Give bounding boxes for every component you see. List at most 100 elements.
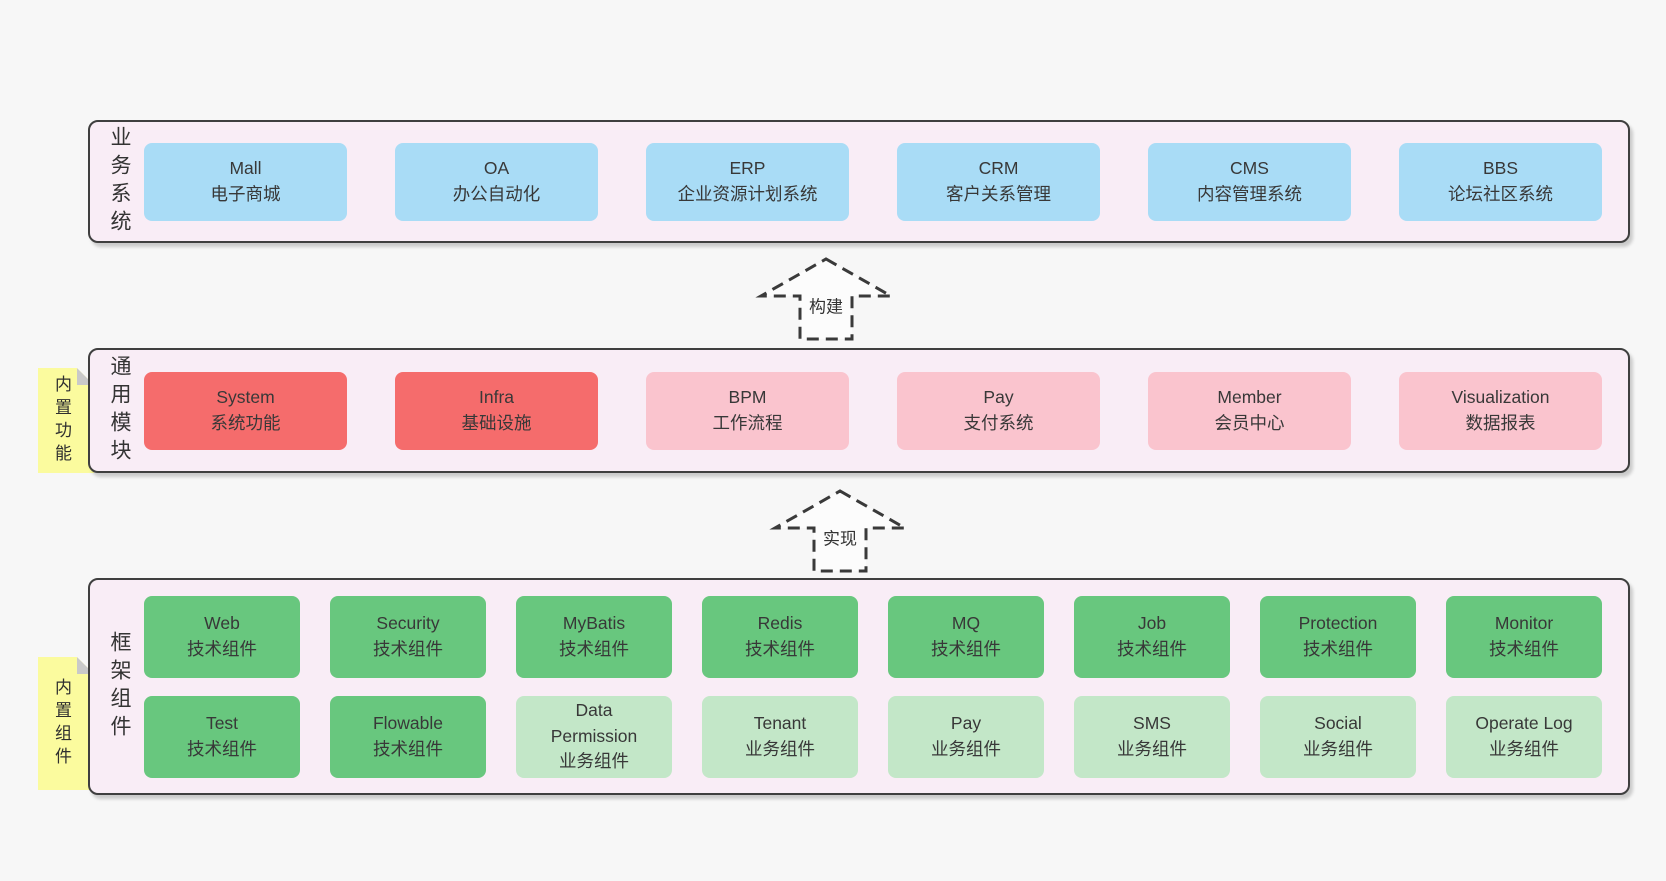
- box-name-en: SMS: [1133, 713, 1171, 734]
- box-name-zh: 支付系统: [963, 412, 1034, 433]
- sticky-note-builtin-features: 内置功能: [38, 368, 94, 473]
- box-name-en: Data Permission: [550, 700, 638, 746]
- box-name-zh: 技术组件: [559, 638, 629, 659]
- box-mall: Mall 电子商城: [144, 142, 347, 221]
- section-label-framework-components: 框架组件: [108, 630, 131, 743]
- box-data-permission: Data Permission 业务组件: [516, 695, 672, 778]
- box-name-en: Visualization: [1451, 387, 1550, 408]
- box-bpm: BPM 工作流程: [646, 371, 849, 450]
- build-arrow: 构建: [755, 256, 897, 342]
- box-name-en: Flowable: [372, 713, 444, 734]
- box-monitor: Monitor 技术组件: [1446, 595, 1602, 678]
- box-name-en: System: [216, 387, 275, 408]
- box-name-zh: 业务组件: [559, 751, 629, 772]
- business-systems-panel: 业务系统 Mall 电子商城 OA 办公自动化 ERP 企业资源计划系统 CRM 客户关系管理…: [88, 120, 1630, 243]
- box-name-zh: 业务组件: [745, 738, 815, 759]
- sticky-note-label: 内置功能: [52, 374, 72, 467]
- box-name-zh: 技术组件: [1303, 638, 1373, 659]
- box-name-en: Pay: [950, 713, 982, 734]
- box-name-en: Test: [205, 713, 239, 734]
- box-name-zh: 技术组件: [187, 738, 257, 759]
- box-name-zh: 业务组件: [1489, 738, 1559, 759]
- box-name-zh: 业务组件: [1303, 738, 1373, 759]
- box-name-en: Protection: [1298, 613, 1378, 634]
- box-name-en: Mall: [229, 158, 262, 179]
- box-name-en: Member: [1217, 387, 1282, 408]
- box-name-en: CRM: [978, 158, 1019, 179]
- business-systems-boxes: Mall 电子商城 OA 办公自动化 ERP 企业资源计划系统 CRM 客户关系管理 CMS 内容…: [144, 122, 1602, 241]
- common-modules-panel: 通用模块 System 系统功能 Infra 基础设施 BPM 工作流程 Pay 支付系统 Me…: [88, 348, 1630, 473]
- box-name-zh: 技术组件: [1489, 638, 1559, 659]
- box-mq: MQ 技术组件: [888, 595, 1044, 678]
- box-name-en: MQ: [951, 613, 981, 634]
- box-flowable: Flowable 技术组件: [330, 695, 486, 778]
- box-name-zh: 业务组件: [931, 738, 1001, 759]
- box-name-zh: 基础设施: [461, 412, 532, 433]
- box-mybatis: MyBatis 技术组件: [516, 595, 672, 678]
- box-name-zh: 企业资源计划系统: [677, 183, 818, 204]
- box-oa: OA 办公自动化: [395, 142, 598, 221]
- implement-arrow: 实现: [769, 488, 911, 574]
- box-name-en: Monitor: [1494, 613, 1554, 634]
- box-name-en: Security: [376, 613, 440, 634]
- box-name-en: Job: [1137, 613, 1167, 634]
- box-name-zh: 内容管理系统: [1197, 183, 1302, 204]
- box-name-zh: 系统功能: [210, 412, 281, 433]
- box-infra: Infra 基础设施: [395, 371, 598, 450]
- box-crm: CRM 客户关系管理: [897, 142, 1100, 221]
- box-row: Mall 电子商城 OA 办公自动化 ERP 企业资源计划系统 CRM 客户关系管理 CMS 内容…: [144, 142, 1602, 221]
- box-name-zh: 论坛社区系统: [1448, 183, 1553, 204]
- box-protection: Protection 技术组件: [1260, 595, 1416, 678]
- sticky-note-label: 内置组件: [52, 677, 72, 770]
- box-name-en: Pay: [983, 387, 1014, 408]
- box-security: Security 技术组件: [330, 595, 486, 678]
- box-name-zh: 数据报表: [1465, 412, 1536, 433]
- box-name-zh: 业务组件: [1117, 738, 1187, 759]
- box-name-en: Redis: [757, 613, 803, 634]
- section-label-business-systems: 业务系统: [108, 125, 131, 238]
- box-name-zh: 工作流程: [712, 412, 783, 433]
- box-name-zh: 技术组件: [373, 638, 443, 659]
- box-name-en: BBS: [1482, 158, 1519, 179]
- box-name-zh: 技术组件: [931, 638, 1001, 659]
- box-name-en: MyBatis: [562, 613, 626, 634]
- box-sms: SMS 业务组件: [1074, 695, 1230, 778]
- build-arrow-label: 构建: [806, 291, 846, 319]
- box-system: System 系统功能: [144, 371, 347, 450]
- box-name-en: ERP: [729, 158, 766, 179]
- box-name-en: Operate Log: [1475, 713, 1573, 734]
- box-cms: CMS 内容管理系统: [1148, 142, 1351, 221]
- sticky-note-builtin-components: 内置组件: [38, 657, 94, 790]
- box-name-zh: 技术组件: [745, 638, 815, 659]
- box-name-en: CMS: [1230, 158, 1269, 179]
- box-test: Test 技术组件: [144, 695, 300, 778]
- box-erp: ERP 企业资源计划系统: [646, 142, 849, 221]
- box-name-en: BPM: [728, 387, 767, 408]
- box-name-en: Infra: [478, 387, 515, 408]
- box-pay: Pay 支付系统: [897, 371, 1100, 450]
- box-name-zh: 客户关系管理: [946, 183, 1051, 204]
- section-business-systems: 业务系统 Mall 电子商城 OA 办公自动化 ERP 企业资源计划系统 CRM 客户关系管理…: [88, 120, 1630, 243]
- box-redis: Redis 技术组件: [702, 595, 858, 678]
- box-name-zh: 办公自动化: [452, 183, 541, 204]
- box-name-zh: 电子商城: [210, 183, 281, 204]
- section-label-common-modules: 通用模块: [108, 354, 131, 467]
- box-name-en: OA: [483, 158, 510, 179]
- box-name-en: Web: [204, 613, 240, 634]
- box-bbs: BBS 论坛社区系统: [1399, 142, 1602, 221]
- box-name-zh: 技术组件: [373, 738, 443, 759]
- box-visualization: Visualization 数据报表: [1399, 371, 1602, 450]
